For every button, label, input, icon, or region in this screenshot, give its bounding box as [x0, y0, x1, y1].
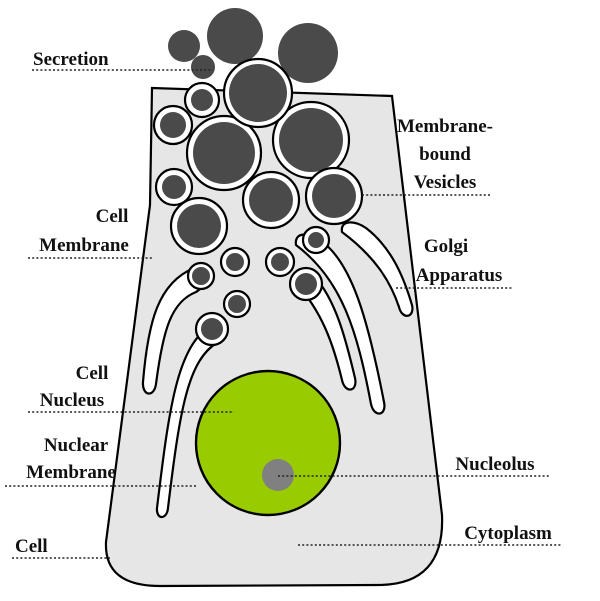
label-secretion: Secretion — [33, 49, 109, 70]
vesicles — [152, 81, 364, 347]
secretion-granule — [278, 23, 338, 83]
nucleolus — [262, 459, 294, 491]
label-golgi-apparatus-line1: Golgi — [424, 236, 468, 257]
vesicle — [264, 246, 296, 278]
vesicle — [194, 311, 230, 347]
label-cytoplasm: Cytoplasm — [464, 523, 552, 544]
vesicle — [169, 196, 229, 256]
leader-lines — [5, 69, 562, 559]
vesicle — [154, 167, 194, 207]
vesicle — [304, 166, 364, 226]
label-membrane-bound-vesicles-line3: Vesicles — [414, 172, 477, 193]
secretion-granules — [168, 8, 338, 129]
label-cell-membrane-line1: Cell — [96, 206, 129, 227]
secretion-granule — [191, 55, 215, 79]
vesicle — [301, 225, 331, 255]
cell-nucleus — [194, 369, 342, 517]
label-nucleolus: Nucleolus — [455, 454, 534, 475]
vesicle — [241, 170, 301, 230]
vesicle — [152, 104, 194, 146]
secretion-granule — [207, 8, 263, 64]
vesicle — [219, 246, 251, 278]
vesicle — [222, 289, 252, 319]
label-cell: Cell — [15, 536, 48, 557]
vesicle — [288, 266, 324, 302]
vesicle — [186, 261, 216, 291]
label-nuclear-membrane-line1: Nuclear — [44, 435, 109, 456]
label-membrane-bound-vesicles-line1: Membrane- — [397, 116, 493, 137]
secretion-granule-core — [229, 64, 287, 122]
label-golgi-apparatus-line2: Apparatus — [416, 265, 503, 286]
labels: Secretion Membrane- bound Vesicles Cell … — [15, 49, 552, 557]
label-cell-nucleus-line2: Nucleus — [40, 390, 104, 411]
golgi-cisterna — [340, 221, 414, 317]
label-cell-nucleus-line1: Cell — [76, 363, 109, 384]
vesicle — [271, 100, 351, 180]
vesicle — [183, 81, 221, 119]
secretion-granule — [168, 30, 200, 62]
label-nuclear-membrane-line2: Membrane — [26, 462, 116, 483]
label-membrane-bound-vesicles-line2: bound — [419, 144, 471, 165]
label-cell-membrane-line2: Membrane — [39, 235, 129, 256]
vesicle — [185, 114, 263, 192]
